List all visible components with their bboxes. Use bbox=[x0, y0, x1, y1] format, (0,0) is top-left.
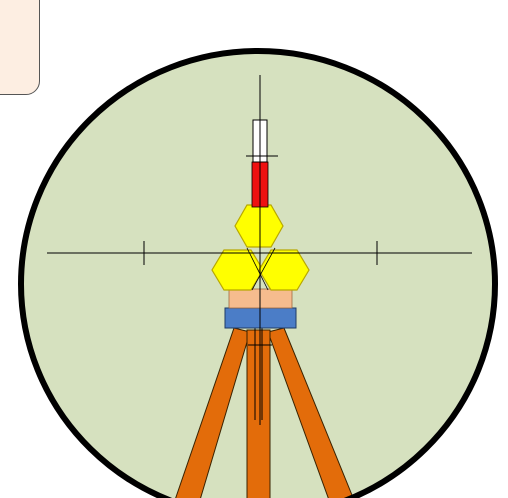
tripod-leg-center bbox=[247, 330, 270, 498]
